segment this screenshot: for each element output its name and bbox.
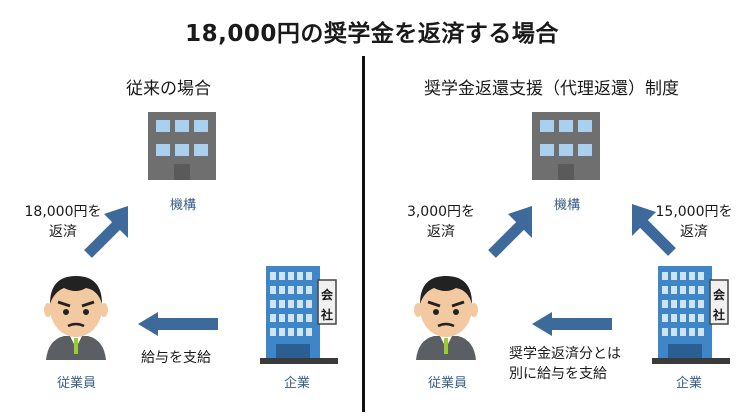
left-repay-line1: 18,000円を — [24, 204, 102, 220]
right-organization-label: 機構 — [554, 198, 581, 213]
left-organization-label: 機構 — [170, 198, 197, 213]
right-employee-repay-caption: 3,000円を 返済 — [403, 202, 479, 242]
right-company-repay-caption: 15,000円を 返済 — [652, 202, 736, 242]
company-sign-char-2: 社 — [713, 308, 726, 322]
right-salary-line2: 別に給与を支給 — [509, 366, 607, 382]
left-salary-caption: 給与を支給 — [141, 350, 211, 366]
right-employee-repay-line1: 3,000円を — [406, 204, 476, 220]
organization-building-icon — [530, 110, 602, 182]
center-divider — [362, 56, 365, 412]
left-repay-line2: 返済 — [49, 224, 77, 240]
left-heading: 従来の場合 — [126, 79, 211, 99]
company-sign-char-1: 会 — [321, 288, 334, 302]
right-company-repay-line1: 15,000円を — [655, 204, 733, 220]
company-sign-char-2: 社 — [321, 308, 334, 322]
right-salary-caption: 奨学金返済分とは 別に給与を支給 — [509, 344, 621, 384]
company-sign-char-1: 会 — [713, 288, 726, 302]
organization-building-icon — [146, 110, 218, 182]
arrow-up-right-icon — [484, 202, 544, 262]
arrow-up-right-icon — [80, 202, 140, 262]
company-building-icon — [650, 262, 732, 366]
company-building-icon — [258, 262, 340, 366]
right-employee-repay-line2: 返済 — [427, 224, 455, 240]
right-employee-label: 従業員 — [428, 376, 468, 391]
right-heading: 奨学金返還支援（代理返還）制度 — [424, 79, 679, 99]
right-company-repay-line2: 返済 — [680, 224, 708, 240]
employee-person-icon — [40, 270, 112, 360]
employee-person-icon — [410, 270, 482, 360]
arrow-left-icon — [138, 312, 218, 336]
page-title: 18,000円の奨学金を返済する場合 — [185, 21, 559, 47]
company-sign: 会 社 — [713, 285, 725, 325]
left-repay-caption: 18,000円を 返済 — [24, 202, 102, 242]
company-sign: 会 社 — [321, 285, 333, 325]
left-employee-label: 従業員 — [57, 376, 97, 391]
right-company-label: 企業 — [676, 376, 703, 391]
arrow-up-left-icon — [620, 200, 680, 260]
arrow-left-icon — [532, 312, 612, 336]
right-salary-line1: 奨学金返済分とは — [509, 346, 621, 362]
left-company-label: 企業 — [284, 376, 311, 391]
